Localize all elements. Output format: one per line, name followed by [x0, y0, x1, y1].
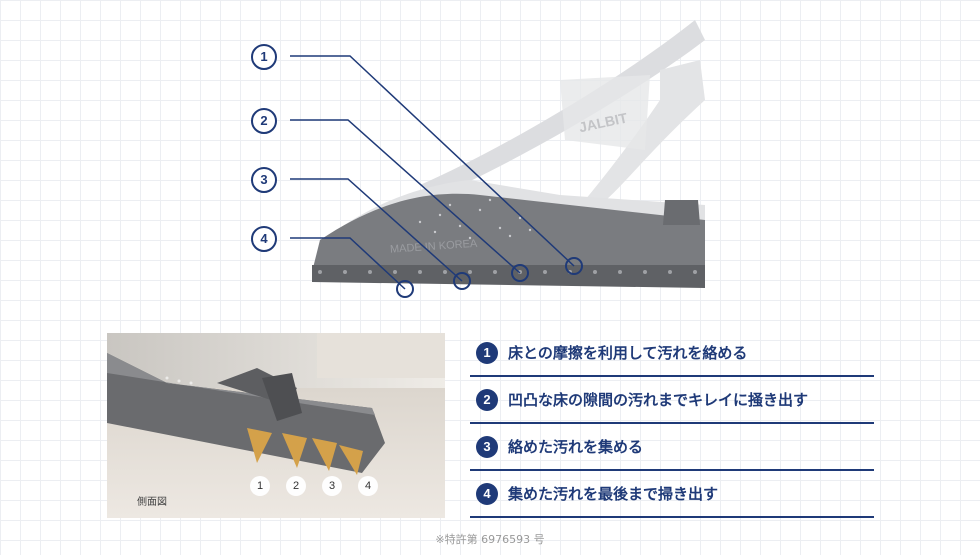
product-illustration: JALBIT MADE IN KOREA: [251, 20, 705, 298]
leader-line-1: [290, 55, 575, 267]
target-circle-1: [565, 257, 583, 275]
photo-number-4: 4: [358, 476, 378, 496]
photo-number-3: 3: [322, 476, 342, 496]
callout-2: 2: [251, 108, 277, 134]
bristle-strip: [312, 265, 705, 288]
feature-text: 集めた汚れを最後まで掃き出す: [508, 485, 719, 503]
target-circle-2: [511, 264, 529, 282]
photo-number-1: 1: [250, 476, 270, 496]
handle-frame-upper: [420, 20, 705, 195]
side-view-caption: 側面図: [137, 497, 167, 508]
feature-item-3: 3 絡めた汚れを集める: [470, 424, 874, 471]
feature-item-4: 4 集めた汚れを最後まで掃き出す: [470, 471, 874, 518]
photo-number-2: 2: [286, 476, 306, 496]
callout-3: 3: [251, 167, 277, 193]
leader-line-4: [290, 237, 406, 290]
dot-texture: [418, 198, 532, 240]
leader-line-2: [290, 119, 521, 274]
callout-4: 4: [251, 226, 277, 252]
side-view-photo: 1 2 3 4 側面図: [107, 333, 445, 518]
feature-item-2: 2 凹凸な床の隙間の汚れまでキレイに掻き出す: [470, 377, 874, 424]
broom-head-diagram: JALBIT MADE IN KOREA: [290, 20, 705, 298]
feature-number-badge: 1: [476, 341, 498, 364]
patent-note: ※特許第 6976593 号: [435, 533, 545, 546]
feature-text: 床との摩擦を利用して汚れを絡める: [508, 344, 748, 362]
target-circle-4: [396, 280, 414, 298]
feature-text: 凹凸な床の隙間の汚れまでキレイに掻き出す: [508, 391, 809, 409]
feature-text: 絡めた汚れを集める: [508, 438, 644, 456]
feature-item-1: 1 床との摩擦を利用して汚れを絡める: [470, 330, 874, 377]
callout-1: 1: [251, 44, 277, 70]
target-circle-3: [453, 272, 471, 290]
leader-lines: [290, 55, 575, 290]
handle-plate: [560, 75, 650, 150]
feature-number-badge: 2: [476, 388, 498, 411]
head-body: [312, 193, 705, 272]
leader-line-3: [290, 178, 463, 282]
feature-list: 1 床との摩擦を利用して汚れを絡める 2 凹凸な床の隙間の汚れまでキレイに掻き出…: [470, 330, 874, 518]
side-view-image: [107, 333, 445, 518]
clip-tab: [663, 200, 700, 225]
feature-number-badge: 3: [476, 435, 498, 458]
feature-number-badge: 4: [476, 482, 498, 505]
target-circles: [396, 257, 583, 298]
